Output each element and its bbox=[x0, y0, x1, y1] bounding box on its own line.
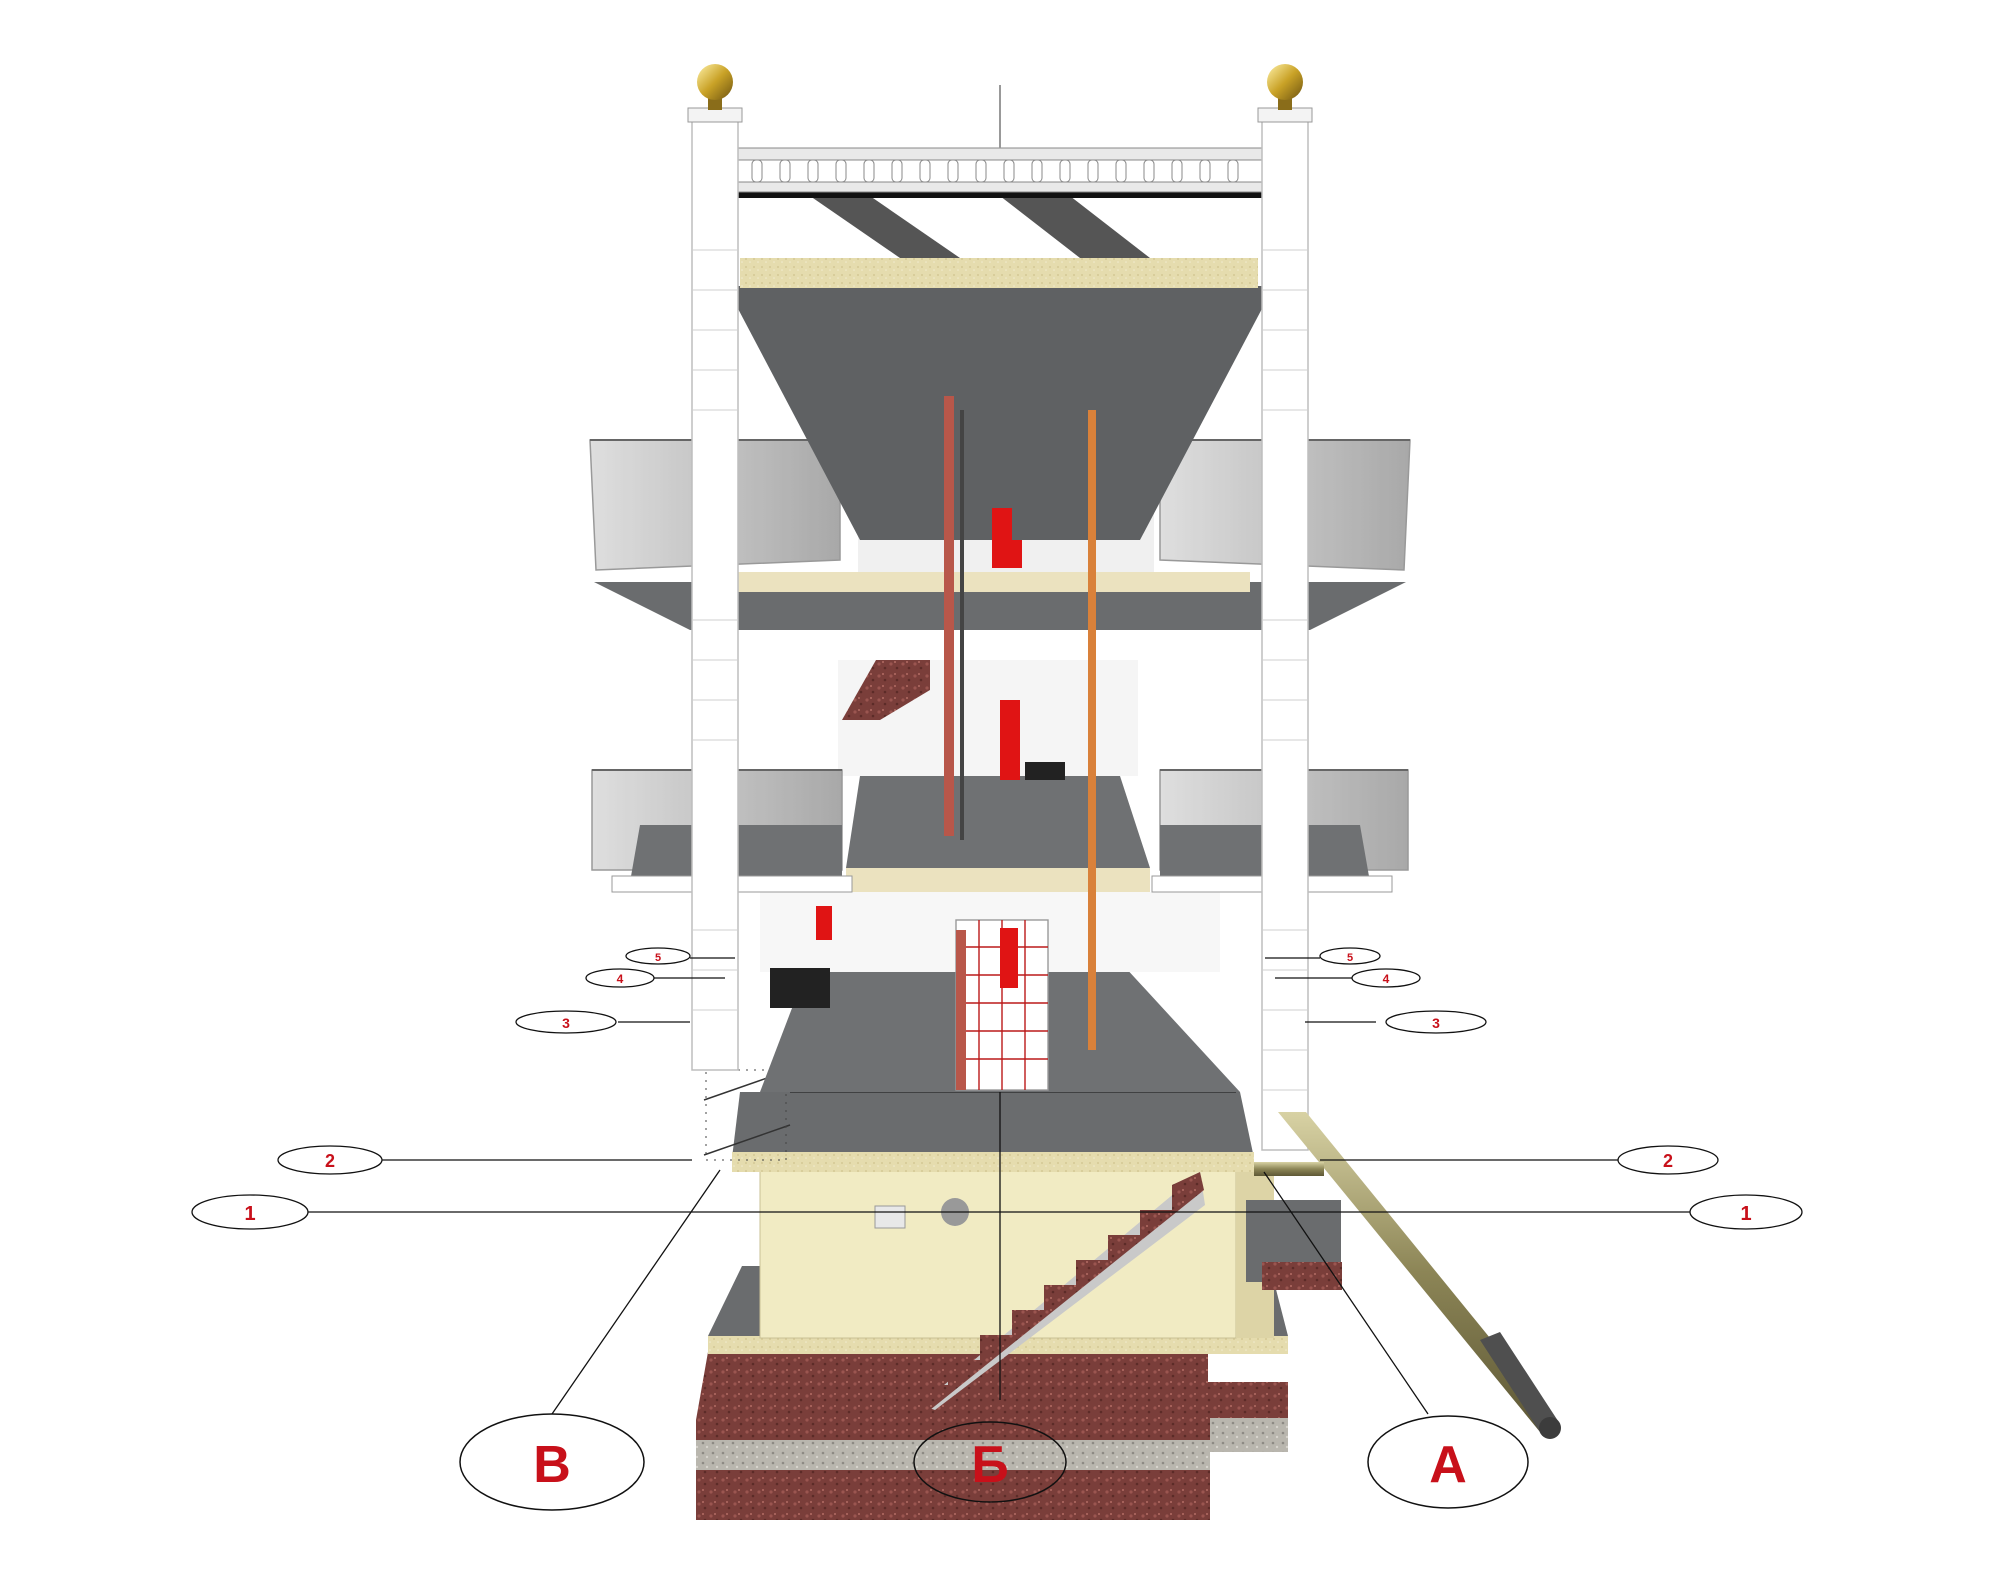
roof bbox=[726, 85, 1274, 540]
axis-marker-right-3: 3 bbox=[1385, 1010, 1487, 1034]
axis-marker-label: 2 bbox=[1663, 1151, 1673, 1171]
floor1-slab-edge bbox=[732, 1152, 1254, 1172]
ground-stone-layer bbox=[696, 1440, 1210, 1470]
vent-box bbox=[874, 1205, 906, 1229]
red-heater-3 bbox=[1000, 700, 1020, 780]
red-heater-2b bbox=[816, 906, 832, 940]
gold-finial-right bbox=[1267, 64, 1303, 110]
grid-lines bbox=[306, 957, 1698, 1415]
floor1-slab bbox=[732, 1092, 1254, 1158]
axis-marker-right-1: 1 bbox=[1689, 1194, 1803, 1230]
axis-marker-right-a: А bbox=[1367, 1415, 1529, 1509]
axis-marker-left-1: 1 bbox=[191, 1194, 309, 1230]
axis-marker-right-4: 4 bbox=[1351, 968, 1421, 988]
dark-appliance-2 bbox=[770, 968, 830, 1008]
ground-granite-top bbox=[696, 1352, 1288, 1440]
axis-marker-label: Б bbox=[971, 1436, 1008, 1494]
stair-treads bbox=[910, 1172, 1204, 1410]
axis-marker-label: А bbox=[1429, 1436, 1467, 1494]
axis-marker-label: 2 bbox=[325, 1151, 335, 1171]
exterior-pit-base bbox=[1262, 1262, 1342, 1290]
axis-marker-left-v: В bbox=[459, 1413, 645, 1511]
sewer-pipe bbox=[1254, 1112, 1561, 1439]
roof-balustrade bbox=[735, 147, 1267, 193]
roof-underside bbox=[726, 286, 1274, 540]
axis-marker-right-5: 5 bbox=[1319, 947, 1381, 965]
axis-marker-label: В bbox=[533, 1436, 571, 1494]
gold-finial-left bbox=[697, 64, 733, 110]
interior-staircase bbox=[842, 660, 930, 720]
axis-marker-left-5: 5 bbox=[625, 947, 691, 965]
axis-marker-right-2: 2 bbox=[1617, 1145, 1719, 1175]
axis-marker-label: 3 bbox=[1432, 1015, 1440, 1031]
second-floor bbox=[760, 892, 1240, 1092]
floor4-slab-under bbox=[594, 582, 1406, 630]
brick-riser-left bbox=[944, 396, 954, 836]
ground-granite-base bbox=[696, 1470, 1210, 1520]
red-heater-2 bbox=[1000, 928, 1018, 988]
axis-marker-left-3: 3 bbox=[515, 1010, 617, 1034]
axis-marker-label: 5 bbox=[1347, 952, 1353, 964]
axis-marker-label: 3 bbox=[562, 1015, 570, 1031]
red-riser-top bbox=[992, 508, 1012, 568]
ground-side-right bbox=[1210, 1418, 1288, 1452]
floor3-deck bbox=[846, 776, 1150, 868]
corner-column-right bbox=[1257, 107, 1313, 1151]
basement-staircase bbox=[910, 1172, 1205, 1410]
axis-marker-label: 4 bbox=[617, 972, 624, 986]
riser-orange bbox=[1088, 410, 1096, 1050]
axis-marker-center-b: Б bbox=[913, 1421, 1067, 1503]
roof-terrace bbox=[736, 190, 1266, 258]
roof-slab-edge bbox=[740, 258, 1258, 288]
axis-marker-label: 4 bbox=[1383, 972, 1390, 986]
axis-marker-left-2: 2 bbox=[277, 1145, 383, 1175]
axis-marker-label: 1 bbox=[244, 1203, 255, 1225]
dark-appliance-3 bbox=[1025, 762, 1065, 780]
basement-wall bbox=[759, 1169, 1237, 1339]
floor3-slab bbox=[846, 868, 1150, 892]
basement bbox=[759, 1169, 1342, 1410]
floor4-slab-edge bbox=[738, 572, 1250, 592]
axis-marker-label: 1 bbox=[1740, 1203, 1751, 1225]
corner-column-left bbox=[687, 107, 743, 1071]
floor1-railing-bars bbox=[705, 1069, 787, 1161]
axis-marker-left-4: 4 bbox=[585, 968, 655, 988]
axis-marker-label: 5 bbox=[655, 952, 661, 964]
riser-dark bbox=[960, 410, 964, 840]
risers bbox=[944, 396, 1096, 1090]
brick-riser-lower bbox=[956, 930, 966, 1090]
